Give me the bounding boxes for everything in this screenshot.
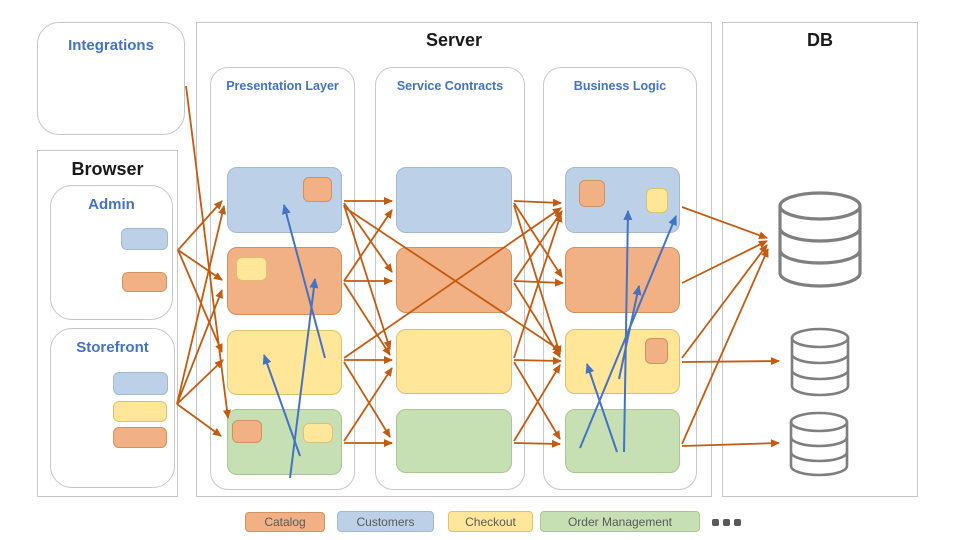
integrations-label: Integrations (68, 37, 154, 54)
presentation-layer-label: Presentation Layer (226, 79, 339, 93)
business-catalog-box (565, 247, 680, 313)
service-checkout-box (396, 329, 512, 394)
legend-customers-label: Customers (356, 514, 415, 529)
legend-catalog-label: Catalog (264, 515, 306, 529)
service-order-box (396, 409, 512, 473)
storefront-label: Storefront (76, 339, 149, 356)
presentation-customers-catalog-badge (303, 177, 332, 202)
integrations-box: Integrations (37, 22, 185, 135)
legend-catalog: Catalog (245, 512, 325, 532)
storefront-customers-chip (113, 372, 168, 395)
admin-box: Admin (50, 185, 173, 320)
presentation-order-catalog-badge (232, 420, 262, 443)
legend-checkout: Checkout (448, 511, 533, 532)
legend-customers: Customers (337, 511, 434, 532)
business-customers-catalog-badge (579, 180, 605, 207)
presentation-checkout-box (227, 330, 342, 395)
business-order-box (565, 409, 680, 473)
browser-label: Browser (71, 159, 144, 179)
storefront-checkout-chip (113, 401, 167, 422)
server-label: Server (425, 30, 483, 50)
business-customers-checkout-badge (646, 188, 668, 213)
service-catalog-box (396, 247, 512, 313)
legend-order-management: Order Management (540, 511, 700, 532)
legend-order-management-label: Order Management (567, 514, 673, 529)
presentation-order-checkout-badge (303, 423, 333, 443)
db-box: DB (722, 22, 918, 497)
legend-checkout-label: Checkout (465, 514, 516, 529)
storefront-catalog-chip (113, 427, 167, 448)
service-contracts-label: Service Contracts (396, 79, 504, 93)
business-checkout-catalog-badge (645, 338, 668, 364)
db-label: DB (807, 30, 833, 50)
admin-label: Admin (88, 196, 135, 213)
admin-customers-chip (121, 228, 168, 250)
service-customers-box (396, 167, 512, 233)
business-logic-label: Business Logic (573, 79, 667, 93)
presentation-catalog-checkout-badge (236, 257, 267, 281)
admin-catalog-chip (122, 272, 167, 292)
